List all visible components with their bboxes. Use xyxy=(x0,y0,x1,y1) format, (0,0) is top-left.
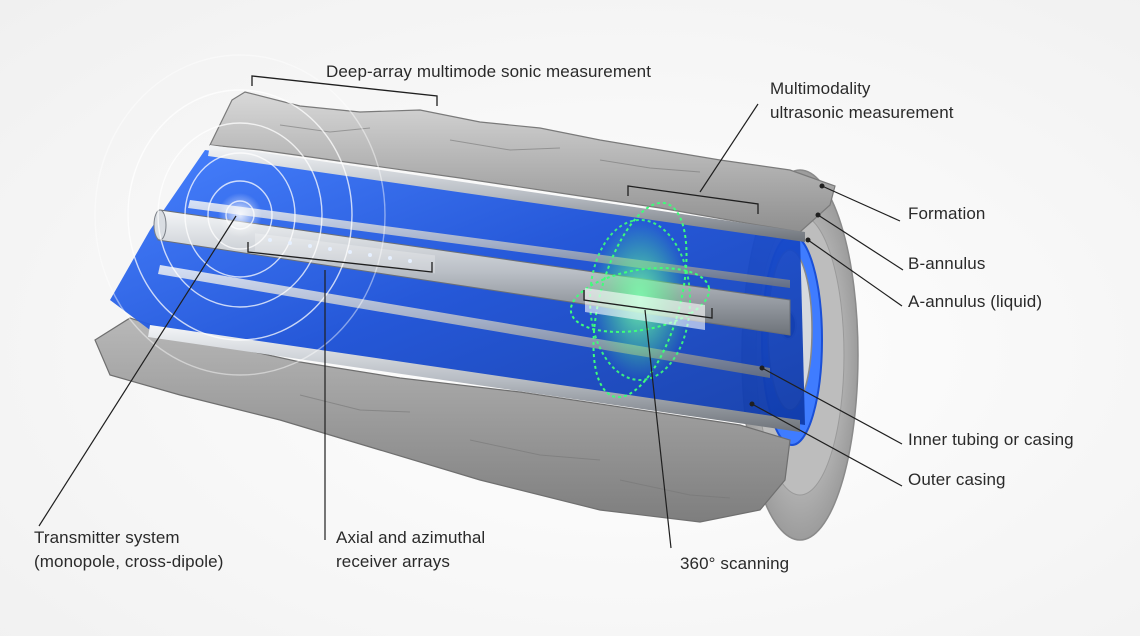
transmitter-label-line1: Transmitter system xyxy=(34,528,180,547)
transmitter-label-line2: (monopole, cross-dipole) xyxy=(34,552,224,571)
multimodality-label-line1: Multimodality xyxy=(770,79,871,98)
formation-label: Formation xyxy=(908,204,986,223)
receiver-array-markers xyxy=(255,233,435,274)
transmitter-label: Transmitter system (monopole, cross-dipo… xyxy=(34,526,223,574)
inner-tubing-label: Inner tubing or casing xyxy=(908,430,1074,449)
receiver-arrays-label: Axial and azimuthal receiver arrays xyxy=(336,526,485,574)
b-annulus-label: B-annulus xyxy=(908,254,986,273)
a-annulus-label: A-annulus (liquid) xyxy=(908,292,1043,311)
multimodality-label-line2: ultrasonic measurement xyxy=(770,103,954,122)
deep-array-label: Deep-array multimode sonic measurement xyxy=(326,62,652,81)
multimodality-label: Multimodality ultrasonic measurement xyxy=(770,77,954,125)
scanning-label: 360° scanning xyxy=(680,554,790,573)
leader-dots xyxy=(749,183,825,407)
measurement-brackets xyxy=(247,75,759,319)
outer-casing-label: Outer casing xyxy=(908,470,1006,489)
formation-top-slab xyxy=(209,91,836,233)
receiver-label-line1: Axial and azimuthal xyxy=(336,528,486,547)
rock-texture xyxy=(279,124,731,499)
receiver-label-line2: receiver arrays xyxy=(336,552,450,571)
formation-bottom-slab xyxy=(94,317,791,523)
leader-lines xyxy=(38,103,904,549)
transmitter-glow xyxy=(218,193,262,237)
sonic-wave-rings xyxy=(94,54,386,376)
